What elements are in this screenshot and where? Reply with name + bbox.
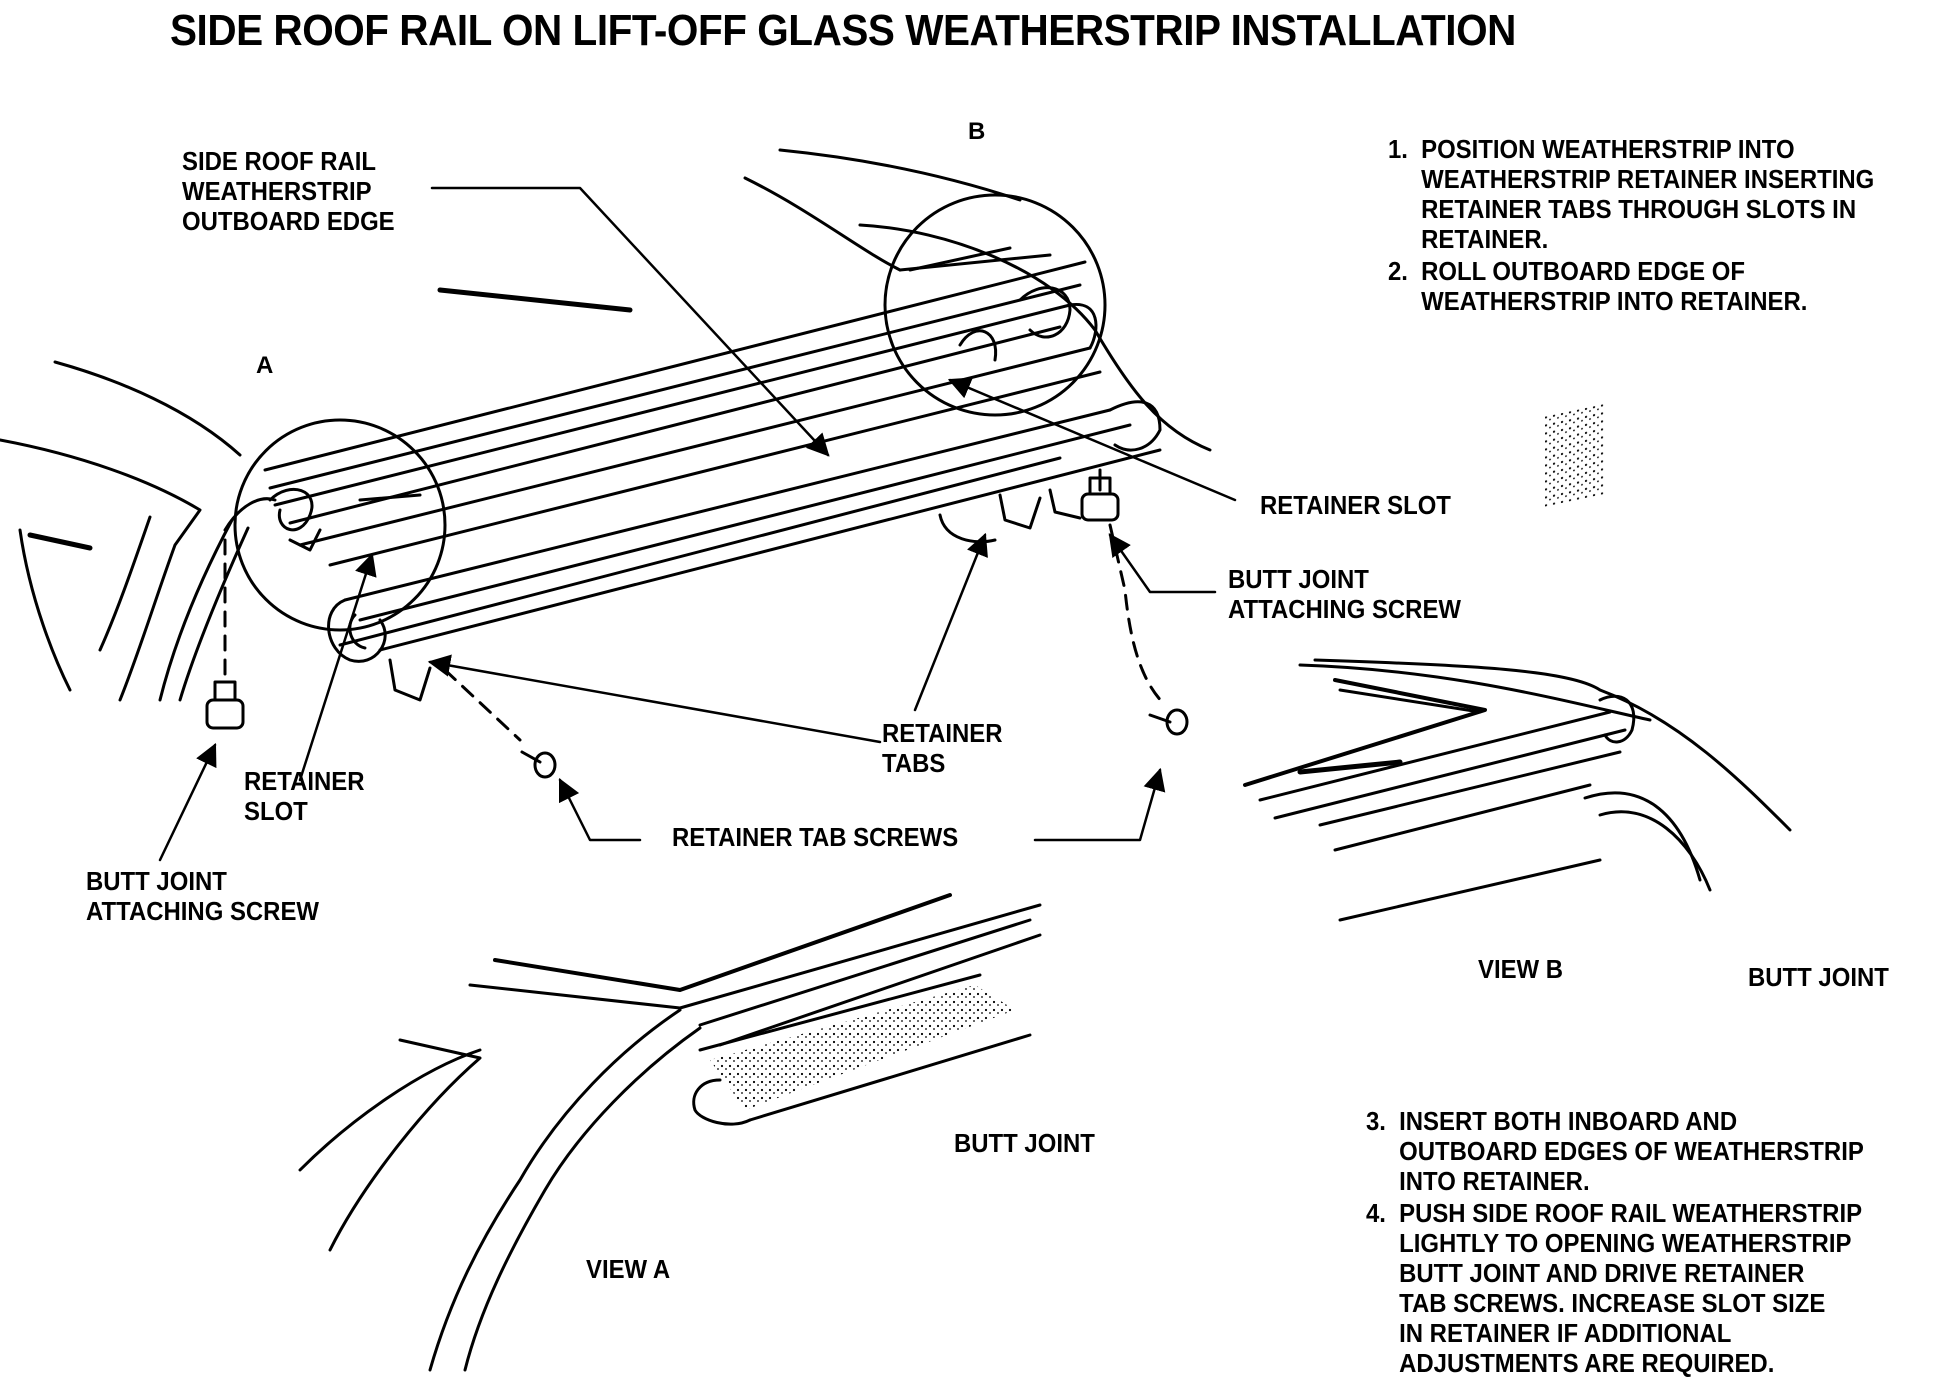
detail-b-profile [908,246,1072,362]
screw-left [205,538,245,730]
step-2-number: 2. [1388,256,1408,286]
step-2: 2. ROLL OUTBOARD EDGE OF WEATHERSTRIP INT… [1388,256,1807,316]
step-1-number: 1. [1388,134,1408,164]
step-3: 3. INSERT BOTH INBOARD AND OUTBOARD EDGES… [1366,1106,1864,1196]
view-a-stipple [710,985,1015,1110]
view-b-drawing [1243,658,1792,922]
label-butt-joint-screw-right: BUTT JOINT ATTACHING SCREW [1228,564,1461,624]
step-4-text: PUSH SIDE ROOF RAIL WEATHERSTRIP LIGHTLY… [1399,1198,1863,1378]
step-1-text: POSITION WEATHERSTRIP INTO WEATHERSTRIP … [1421,134,1875,254]
label-view-a: VIEW A [586,1254,671,1284]
label-retainer-slot-right: RETAINER SLOT [1260,490,1451,520]
view-a-drawing [298,893,1042,1372]
roof-glass-edges [27,148,1212,551]
leader-lines [158,186,1237,862]
label-retainer-tabs: RETAINER TABS [882,718,1003,778]
detail-circle-a [233,418,447,632]
step-3-text: INSERT BOTH INBOARD AND OUTBOARD EDGES O… [1399,1106,1864,1196]
detail-letter-a: A [256,352,274,379]
step-1: 1. POSITION WEATHERSTRIP INTO WEATHERSTRI… [1388,134,1874,254]
step-3-number: 3. [1366,1106,1386,1136]
screw-tab [443,668,557,779]
screw-right [1080,468,1189,736]
page-title: SIDE ROOF RAIL ON LIFT-OFF GLASS WEATHER… [170,6,1516,55]
detail-letter-b: B [968,118,986,145]
label-butt-joint-screw-left: BUTT JOINT ATTACHING SCREW [86,866,319,926]
roof-body-left [0,360,250,702]
detail-a-profile [223,487,422,552]
step-2-text: ROLL OUTBOARD EDGE OF WEATHERSTRIP INTO … [1421,256,1808,316]
step-4-number: 4. [1366,1198,1386,1228]
detail-circle-b [883,193,1107,417]
label-view-a-butt-joint: BUTT JOINT [954,1128,1095,1158]
view-b-stipple [1545,403,1605,507]
label-retainer-tab-screws: RETAINER TAB SCREWS [672,822,959,852]
label-view-b-butt-joint: BUTT JOINT [1748,962,1889,992]
label-view-b: VIEW B [1478,954,1564,984]
roof-rail-assembly [263,260,1162,702]
label-retainer-slot-left: RETAINER SLOT [244,766,365,826]
label-outboard-edge: SIDE ROOF RAIL WEATHERSTRIP OUTBOARD EDG… [182,146,395,236]
step-4: 4. PUSH SIDE ROOF RAIL WEATHERSTRIP LIGHT… [1366,1198,1862,1378]
